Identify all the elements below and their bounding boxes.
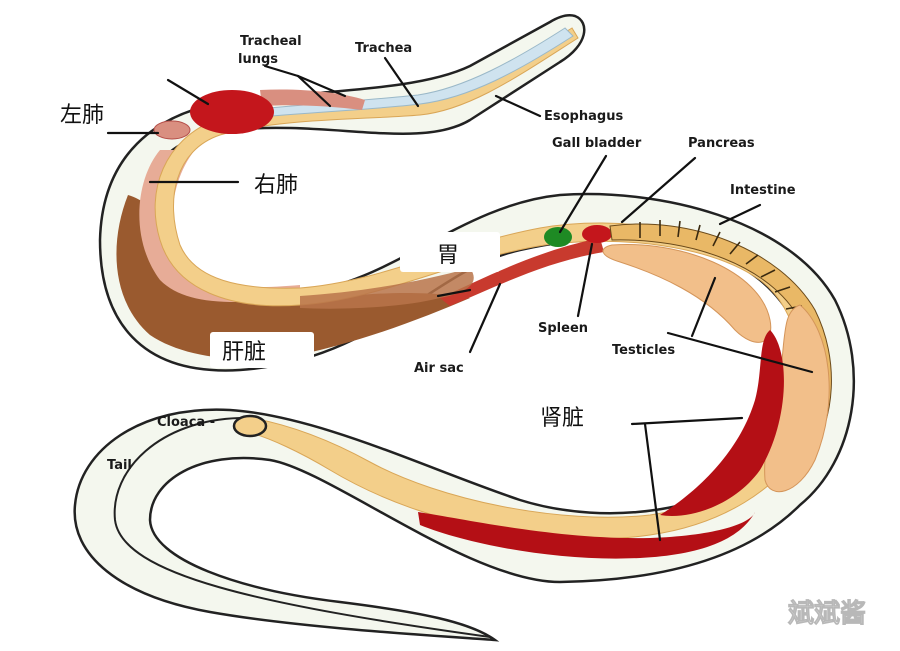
kidney-lower — [418, 512, 755, 559]
label-trachea: Trachea — [355, 41, 412, 56]
air-sac — [300, 268, 474, 309]
label-tracheal-lungs: Tracheal — [240, 34, 302, 49]
testicle-upper — [602, 243, 772, 343]
stomach-label-box — [400, 232, 500, 272]
stomach — [440, 238, 604, 306]
label-air-sac: Air sac — [414, 361, 464, 376]
label-testicles: Testicles — [612, 343, 675, 358]
label-gall-bladder: Gall bladder — [552, 136, 642, 151]
left-lung — [153, 120, 191, 140]
label-stomach-zh: 胃 — [437, 243, 459, 268]
label-pancreas: Pancreas — [688, 136, 755, 151]
watermark: 斌斌酱 — [787, 598, 866, 629]
tracheal-lung — [260, 89, 365, 110]
label-left-lung-zh: 左肺 — [60, 103, 104, 128]
spleen — [582, 225, 612, 243]
label-spleen: Spleen — [538, 321, 588, 336]
cloaca — [232, 414, 268, 438]
liver-label-box — [210, 332, 314, 368]
label-right-lung-zh: 右肺 — [254, 173, 298, 198]
right-lung-red — [190, 90, 274, 134]
label-kidney-zh: 肾脏 — [540, 406, 584, 431]
liver — [116, 195, 471, 359]
label-esophagus: Esophagus — [544, 109, 623, 124]
label-liver-zh: 肝脏 — [222, 340, 266, 365]
gall-bladder — [544, 227, 572, 247]
label-cloaca: Cloaca - — [157, 415, 215, 430]
label-tracheal-lungs-2: lungs — [238, 52, 278, 67]
label-intestine: Intestine — [730, 183, 796, 198]
testicle-lower — [764, 304, 830, 493]
label-tail: Tail — [107, 458, 132, 473]
tail-inner-outline — [113, 417, 491, 638]
leader-lines — [106, 56, 814, 542]
kidney-upper — [660, 330, 784, 516]
